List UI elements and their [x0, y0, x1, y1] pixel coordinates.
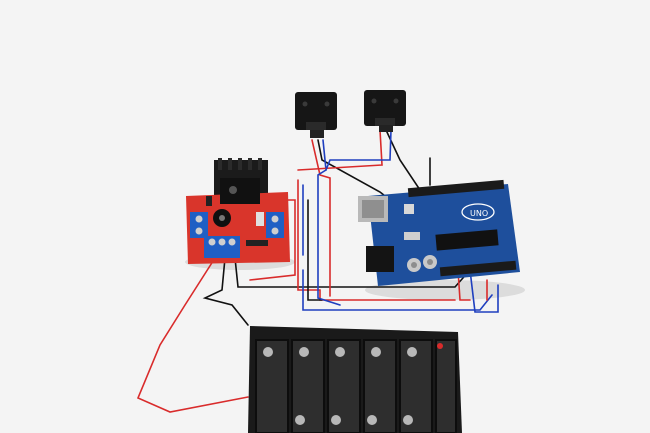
- jumper-wires: [136, 129, 499, 413]
- battery-red-wire: [136, 257, 249, 413]
- arduino-logo: [461, 203, 495, 221]
- microcontroller-chip: [435, 229, 499, 251]
- l298n-motor-driver: [186, 158, 290, 264]
- battery-holder: [248, 326, 462, 433]
- driver-black-wire-2: [307, 199, 323, 301]
- screw-terminal-left: [190, 212, 208, 238]
- sensor-left-blue-wire: [317, 139, 341, 306]
- sensor-left-red-wire: [311, 139, 331, 297]
- arduino-brand-label: UNO: [470, 209, 488, 218]
- arduino-uno-board: UNO: [358, 179, 520, 286]
- driver-arduino-black-wire: [234, 257, 471, 288]
- arduino-red-wire-right: [457, 269, 471, 301]
- driver-red-wire-2: [297, 179, 456, 301]
- sensor-right-blue-wire: [325, 129, 392, 171]
- digital-header: [407, 179, 505, 198]
- battery-red-terminal: [437, 343, 443, 349]
- battery-slots: [255, 339, 457, 433]
- reset-button: [404, 204, 414, 214]
- arduino-blue-wire-right: [469, 269, 499, 313]
- infrared-sensor-left: [295, 92, 337, 138]
- screw-terminal-right: [266, 212, 284, 238]
- battery-springs: [263, 347, 417, 425]
- arduino-shadow: [365, 280, 525, 300]
- analog-header: [439, 260, 517, 277]
- power-jack: [366, 246, 394, 272]
- driver-blue-wire-1: [302, 184, 493, 311]
- battery-black-wire: [202, 257, 249, 326]
- infrared-sensor-right: [364, 90, 406, 132]
